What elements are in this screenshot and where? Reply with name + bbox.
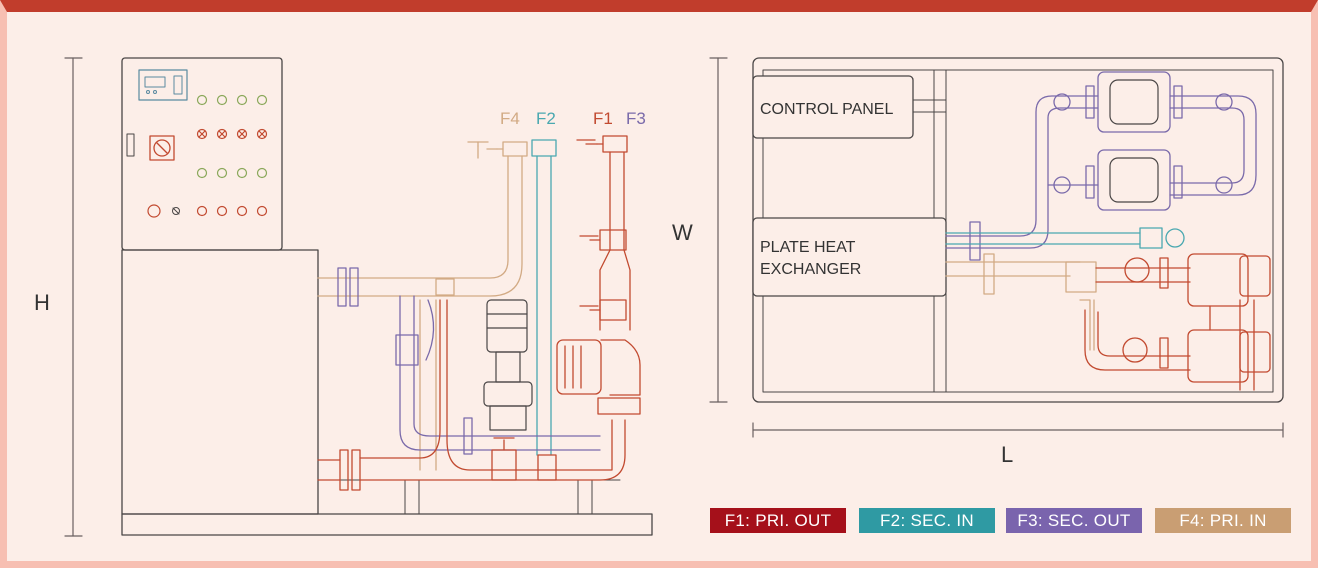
f1-primary-out-pipe — [317, 135, 631, 481]
top-view — [752, 57, 1284, 403]
legend-f3-secondary-out: F3: SEC. OUT — [1006, 508, 1142, 533]
f3-secondary-out-pipe — [395, 295, 601, 455]
legend-f1-primary-out: F1: PRI. OUT — [710, 508, 846, 533]
legend-f4-primary-in: F4: PRI. IN — [1155, 508, 1291, 533]
base-frame — [121, 513, 653, 536]
legend-f2-secondary-in: F2: SEC. IN — [859, 508, 995, 533]
vertical-pump — [483, 299, 533, 431]
front-view — [121, 57, 653, 536]
tag-f2: F2 — [536, 109, 556, 128]
tag-f4: F4 — [500, 109, 520, 128]
control-panel-box — [752, 75, 914, 139]
length-dimension — [752, 422, 1284, 438]
width-dimension — [709, 57, 728, 403]
plate-hx-box — [752, 217, 947, 297]
plate-heat-exchanger-front — [121, 249, 319, 515]
control-panel-label: CONTROL PANEL — [760, 101, 893, 118]
tag-f3: F3 — [626, 109, 646, 128]
cabinet-display — [138, 69, 188, 101]
f2-secondary-in-pipe — [531, 139, 557, 456]
plate-hx-label-2: EXCHANGER — [760, 261, 861, 278]
horizontal-pump — [556, 339, 641, 415]
height-dimension — [64, 57, 83, 537]
width-label: W — [672, 220, 693, 245]
height-label: H — [34, 290, 50, 315]
length-label: L — [1001, 442, 1013, 467]
plate-hx-label-1: PLATE HEAT — [760, 239, 856, 256]
f4-primary-in-pipe — [317, 141, 528, 471]
tag-f1: F1 — [593, 109, 613, 128]
